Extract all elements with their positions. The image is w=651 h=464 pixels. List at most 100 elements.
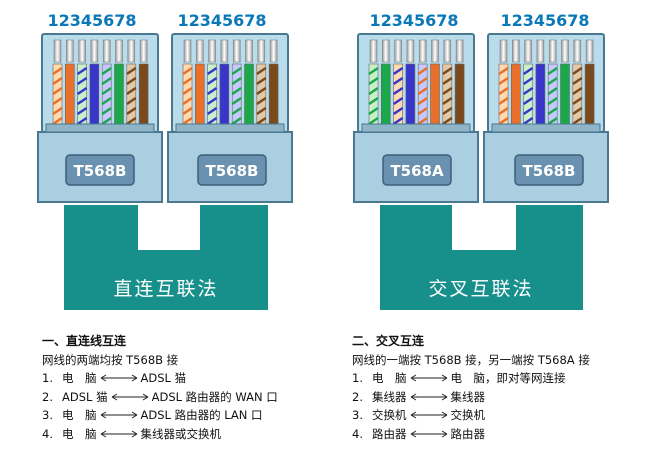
row-number: 3. (352, 408, 363, 422)
wire (560, 63, 570, 127)
double-arrow-icon (410, 411, 447, 419)
contact-pin (382, 39, 390, 63)
row-left-device: 交换机 (372, 408, 407, 422)
straight-row: 3. 电 脑 ADSL 路由器的 LAN 口 (42, 406, 278, 425)
contact-pin (183, 39, 192, 63)
row-left-device: 路由器 (372, 426, 407, 441)
cross-section-title: 二、交叉互连 (352, 334, 425, 348)
row-right-device: ADSL 路由器的 WAN 口 (151, 389, 278, 404)
straight-row: 2. ADSL 猫 ADSL 路由器的 WAN 口 (42, 388, 278, 407)
pin-numbers-cross-right: 12345678 (500, 11, 589, 30)
contact-pin (257, 39, 266, 63)
wire (430, 63, 440, 127)
straight-cable (64, 205, 268, 310)
connector-cross-right (483, 33, 609, 203)
standard-label: T568B (523, 162, 576, 180)
row-number: 2. (42, 389, 53, 404)
connector-straight-right (167, 33, 293, 203)
wire (405, 63, 416, 127)
contact-pin (53, 39, 62, 63)
cross-row: 1. 电 脑 电 脑，即对等网连接 (352, 369, 590, 388)
cross-row: 3. 交换机 交换机 (352, 406, 590, 425)
contact-pin (406, 39, 415, 63)
badge-straight-left: T568B (65, 154, 135, 186)
wire (244, 63, 254, 127)
contact-pin (208, 39, 216, 63)
cross-row: 2. 集线器 集线器 (352, 388, 590, 407)
contact-pin (394, 39, 402, 63)
wire (584, 63, 595, 127)
double-arrow-icon (111, 393, 148, 401)
contact-pin (220, 39, 229, 63)
row-right-device: 电 脑，即对等网连接 (450, 371, 566, 385)
contact-pin (536, 39, 545, 63)
wire (114, 63, 124, 127)
double-arrow-icon (100, 411, 137, 419)
contact-pin (573, 39, 582, 63)
contact-pin (232, 39, 241, 63)
row-left-device: 电 脑 (372, 371, 407, 385)
contact-pin (455, 39, 464, 63)
row-right-device: 集线器 (450, 389, 486, 404)
contact-pin (102, 39, 111, 63)
straight-section-subtitle: 网线的两端均按 T568B 接 (42, 352, 179, 367)
contact-pin (431, 39, 439, 63)
wire (510, 63, 521, 127)
wire (454, 63, 465, 127)
row-left-device: 电 脑 (62, 426, 97, 441)
cross-section-subtitle: 网线的一端按 T568B 接，另一端按 T568A 接 (352, 352, 590, 367)
wire (219, 63, 230, 127)
contact-pin (548, 39, 557, 63)
straight-section: 一、直连线互连 网线的两端均按 T568B 接 1. 电 脑 ADSL 猫 2.… (42, 332, 278, 443)
connector-cross-left (353, 33, 479, 203)
wire (535, 63, 546, 127)
row-right-device: 集线器或交换机 (140, 426, 222, 441)
standard-label: T568B (206, 162, 259, 180)
double-arrow-icon (100, 374, 137, 382)
double-arrow-icon (410, 430, 447, 438)
pin-numbers-straight-left: 12345678 (47, 11, 136, 30)
wire (380, 63, 391, 127)
contact-pin (127, 39, 136, 63)
double-arrow-icon (100, 430, 137, 438)
row-right-device: 路由器 (450, 426, 486, 441)
standard-label: T568B (74, 162, 127, 180)
contact-pin (139, 39, 148, 63)
row-left-device: ADSL 猫 (62, 389, 108, 404)
contact-pin (524, 39, 532, 63)
contact-pin (512, 39, 520, 63)
straight-row: 1. 电 脑 ADSL 猫 (42, 369, 278, 388)
row-number: 3. (42, 408, 53, 422)
pin-numbers-straight-right: 12345678 (177, 11, 266, 30)
contact-pin (78, 39, 86, 63)
badge-straight-right: T568B (197, 154, 267, 186)
badge-cross-right: T568B (514, 154, 584, 186)
row-left-device: 电 脑 (62, 371, 97, 385)
contact-pin (66, 39, 74, 63)
badge-cross-left: T568A (382, 154, 452, 186)
row-number: 4. (352, 426, 363, 441)
contact-pin (196, 39, 204, 63)
row-number: 2. (352, 389, 363, 404)
cross-cable (380, 205, 583, 310)
wire (65, 63, 75, 127)
row-right-device: ADSL 路由器的 LAN 口 (140, 408, 263, 422)
straight-row: 4. 电 脑 集线器或交换机 (42, 425, 278, 444)
connector-straight-left (37, 33, 163, 203)
wire (138, 63, 149, 127)
row-left-device: 电 脑 (62, 408, 97, 422)
wire (195, 63, 205, 127)
row-right-device: 交换机 (450, 408, 486, 422)
contact-pin (561, 39, 569, 63)
cable-diagram: 12345678 12345678 12345678 12345678 直连互联… (37, 11, 609, 310)
pin-numbers-cross-left: 12345678 (369, 11, 458, 30)
cross-section: 二、交叉互连 网线的一端按 T568B 接，另一端按 T568A 接 1. 电 … (352, 332, 590, 443)
wire (268, 63, 279, 127)
double-arrow-icon (410, 374, 447, 382)
contact-pin (90, 39, 99, 63)
double-arrow-icon (410, 393, 447, 401)
contact-pin (443, 39, 452, 63)
row-number: 4. (42, 426, 53, 441)
wire (89, 63, 100, 127)
standard-label: T568A (390, 162, 444, 180)
